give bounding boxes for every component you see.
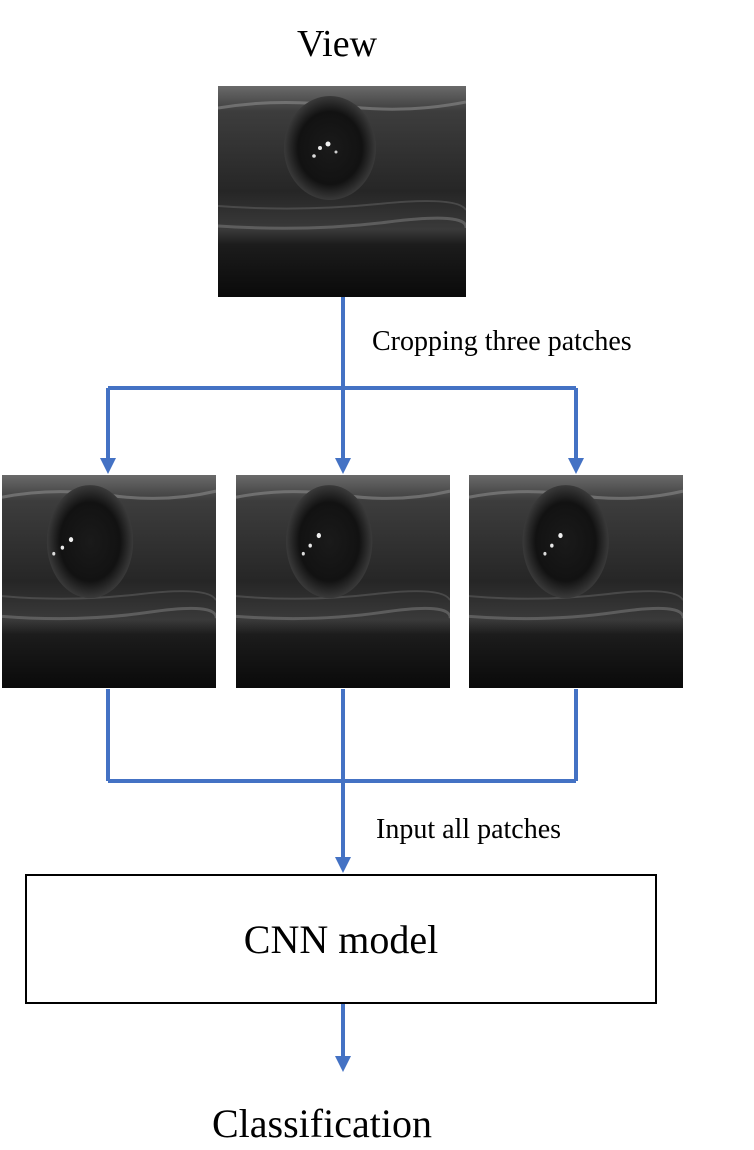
- view-title: View: [297, 23, 378, 65]
- classification-label: Classification: [212, 1101, 432, 1146]
- arrowhead-model: [335, 857, 351, 873]
- patch-image-1: [2, 475, 216, 688]
- ultrasound-view-image: [218, 86, 466, 297]
- arrowhead-patch-1: [100, 458, 116, 474]
- cnn-model-box: CNN model: [25, 874, 657, 1004]
- patch-image-2: [236, 475, 450, 688]
- cnn-model-label: CNN model: [243, 916, 439, 962]
- arrowhead-patch-3: [568, 458, 584, 474]
- arrowhead-patch-2: [335, 458, 351, 474]
- input-patches-label: Input all patches: [376, 814, 562, 845]
- arrowhead-classification: [335, 1056, 351, 1072]
- cropping-label: Cropping three patches: [372, 326, 632, 357]
- patch-image-3: [469, 475, 683, 688]
